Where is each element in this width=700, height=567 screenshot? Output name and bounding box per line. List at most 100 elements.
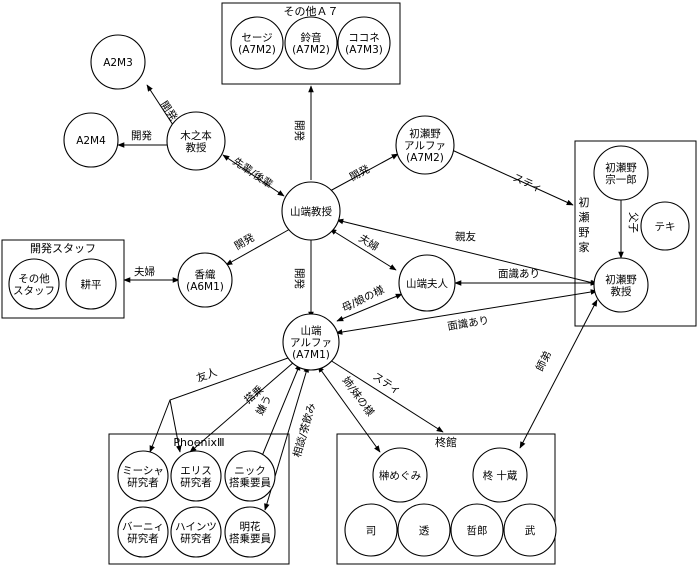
node-kokone-text: ココネ(A7M3): [345, 32, 383, 56]
node-hatsuseno-alpha-text: 初瀬野アルファ(A7M2): [404, 127, 446, 164]
node-text-line: 香織: [195, 268, 216, 281]
node-kohei[interactable]: [65, 258, 117, 310]
node-yamaha-prof-text: 山端教授: [290, 205, 332, 218]
node-misha[interactable]: [117, 450, 169, 502]
label-dev-hatsuseno: 開発: [347, 162, 372, 184]
group-dev-staff-label: 開発スタッフ: [30, 241, 96, 255]
node-text-line: ココネ: [348, 32, 380, 44]
label-shitei: 師弟: [533, 349, 554, 374]
edge-alpha-eris: [169, 399, 182, 453]
node-tsukasa[interactable]: [344, 503, 398, 557]
node-hiiragi-tozo[interactable]: [472, 447, 528, 503]
node-text-line: 教授: [611, 285, 632, 298]
node-tsukasa-text: 司: [366, 525, 377, 537]
node-suzune[interactable]: [284, 16, 338, 70]
node-kaori[interactable]: [177, 252, 233, 308]
group-other-a7-label: その他Ａ７: [284, 5, 339, 18]
node-hatsuseno-soichiro[interactable]: [593, 145, 649, 201]
node-meika-text: 明花搭乗要員: [229, 520, 271, 545]
node-text-line: 研究者: [180, 476, 212, 489]
node-text-line: (A7M2): [406, 152, 444, 164]
label-senpai-kohai: 先輩/後輩: [230, 155, 275, 191]
node-kinomoto[interactable]: [166, 111, 226, 171]
edge-yamaha-kaori: [225, 228, 291, 266]
node-teki[interactable]: [640, 201, 690, 251]
label-dev-alpha: 開発: [293, 268, 306, 289]
node-kinomoto-text: 木之本教授: [180, 129, 212, 154]
node-yamaha-wife-text: 山端夫人: [406, 277, 448, 290]
node-text-line: バーニィ: [122, 521, 164, 533]
node-text-line: 研究者: [180, 532, 212, 545]
node-hatsuseno-prof[interactable]: [593, 257, 649, 313]
node-tetsuro-text: 哲郎: [467, 524, 488, 537]
node-a2m3[interactable]: [90, 34, 146, 90]
node-sakaki-text: 榊めぐみ: [379, 469, 421, 482]
node-text-line: 宗一郎: [605, 173, 637, 186]
node-text-line: 初瀬野: [605, 273, 637, 286]
node-toru-text: 透: [419, 525, 430, 537]
edge-hatsuseno-alpha-stay: [451, 149, 574, 206]
node-kokone[interactable]: [337, 16, 391, 70]
group-label-char: 家: [579, 240, 590, 254]
node-text-line: セージ: [241, 32, 272, 44]
group-label-char: 瀬: [579, 210, 590, 224]
node-text-line: (A6M1): [186, 281, 224, 293]
node-text-line: 研究者: [127, 476, 159, 489]
node-a2m4[interactable]: [63, 112, 119, 168]
node-yamaha-prof[interactable]: [281, 181, 341, 241]
edge-alpha-sakaki: [317, 365, 381, 453]
node-text-line: 山端: [301, 324, 322, 337]
edge-kinomoto-a2m3: [146, 84, 176, 129]
node-text-line: (A7M1): [292, 349, 330, 361]
label-stay-hiiragi: スティ: [370, 370, 402, 397]
node-toru[interactable]: [397, 503, 451, 557]
node-eris[interactable]: [170, 450, 222, 502]
node-text-line: 研究者: [127, 532, 159, 545]
edge-kinomoto-yamaha: [222, 154, 285, 197]
label-menshiki-1: 面識あり: [498, 267, 540, 280]
edge-alpha-hatsuseno: [335, 289, 598, 335]
edge-yamaha-hatsuseno-prof: [336, 218, 598, 286]
node-meika[interactable]: [224, 506, 276, 558]
node-varney[interactable]: [117, 506, 169, 558]
edge-alpha-hiiragi: [329, 359, 444, 433]
node-kaori-text: 香織(A6M1): [186, 268, 224, 293]
node-sakaki[interactable]: [372, 447, 428, 503]
node-nick[interactable]: [224, 450, 276, 502]
group-phoenix-label: PhoenixⅢ: [173, 436, 224, 449]
node-sage-text: セージ(A7M2): [238, 32, 276, 56]
node-takeshi[interactable]: [503, 503, 557, 557]
node-text-line: 初瀬野: [605, 161, 637, 174]
edge-hatsuseno-hiiragi-tozo: [519, 299, 598, 449]
node-text-line: 明花: [240, 520, 261, 533]
node-misha-text: ミーシャ研究者: [122, 465, 164, 489]
node-text-line: ハインツ: [175, 521, 217, 533]
node-other-staff-text: その他スタッフ: [13, 272, 55, 297]
node-yamaha-alpha[interactable]: [282, 313, 340, 371]
nodes: セージ(A7M2) 鈴音(A7M2) ココネ(A7M3) A2M3 A2M4 木…: [8, 16, 690, 558]
label-stay-hatsuseno: スティ: [511, 172, 544, 196]
label-menshiki-2: 面識あり: [446, 314, 490, 333]
node-yamaha-wife[interactable]: [398, 254, 456, 312]
node-text-line: アルファ: [290, 337, 332, 349]
node-a2m3-text: A2M3: [103, 57, 133, 69]
node-hatsuseno-alpha[interactable]: [395, 115, 455, 175]
node-text-line: 搭乗要員: [229, 476, 271, 489]
node-heinz-text: ハインツ研究者: [175, 521, 217, 545]
node-nick-text: ニック搭乗要員: [229, 465, 271, 489]
label-fufu-kaori: 夫婦: [134, 266, 155, 278]
label-yujin: 友人: [195, 365, 220, 385]
edge-yamaha-wife: [329, 228, 397, 271]
node-suzune-text: 鈴音(A7M2): [292, 31, 330, 56]
node-heinz[interactable]: [170, 506, 222, 558]
label-dev-a2m4: 開発: [131, 129, 152, 142]
group-label-char: 初: [579, 195, 590, 209]
label-oyako: 父子: [627, 212, 639, 233]
node-text-line: ニック: [234, 465, 266, 477]
node-other-staff[interactable]: [8, 258, 60, 310]
node-sage[interactable]: [230, 16, 284, 70]
node-tetsuro[interactable]: [450, 503, 504, 557]
node-teki-text: テキ: [655, 221, 676, 233]
node-text-line: 搭乗要員: [229, 532, 271, 545]
